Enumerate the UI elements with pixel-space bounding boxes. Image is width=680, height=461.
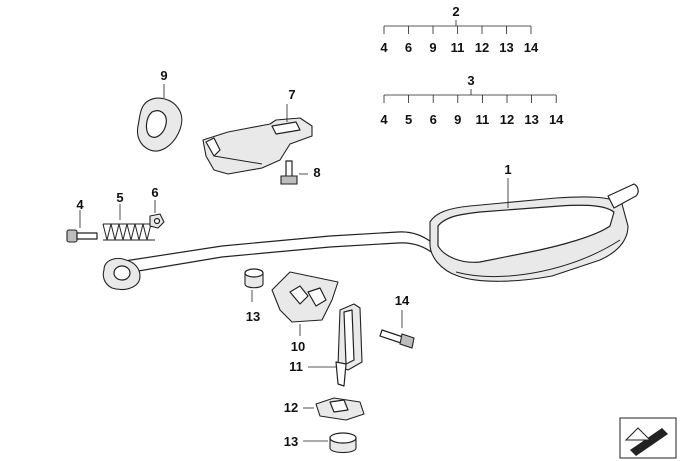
view-direction-arrow-icon (619, 417, 677, 459)
callout-1: 1 (504, 162, 511, 177)
kit-3-tree: 3 4 5 6 9 11 12 13 14 (380, 73, 564, 127)
hanger-mount-part-10[interactable]: 10 (271, 271, 339, 354)
kit-2-part-11: 11 (451, 40, 465, 55)
callout-12: 12 (284, 400, 298, 415)
kit-2-part-4: 4 (380, 40, 388, 55)
callout-9: 9 (160, 68, 167, 83)
callout-13-lower: 13 (284, 434, 298, 449)
rubber-bush-part-13-upper[interactable]: 13 (244, 268, 264, 324)
kit-3-part-11: 11 (476, 112, 490, 127)
bolt-part-8[interactable]: 8 (280, 160, 321, 185)
spring-part-5[interactable]: 5 (102, 190, 155, 241)
kit-2-part-6: 6 (405, 40, 412, 55)
kit-2-label: 2 (452, 4, 459, 19)
rubber-bush-part-13-lower[interactable]: 13 (284, 432, 357, 454)
kit-3-part-14: 14 (549, 112, 564, 127)
kit-3-part-4: 4 (380, 112, 388, 127)
callout-4: 4 (76, 197, 84, 212)
callout-11: 11 (289, 359, 303, 374)
rubber-ring-part-9[interactable]: 9 (136, 68, 183, 152)
callout-14: 14 (395, 293, 410, 308)
muffler-pipe-part-1[interactable]: 1 (102, 162, 639, 291)
kit-3-part-6: 6 (430, 112, 437, 127)
kit-3-part-13: 13 (524, 112, 538, 127)
kit-3-part-12: 12 (500, 112, 514, 127)
kit-2-tree: 2 4 6 9 11 12 13 14 (380, 4, 539, 55)
callout-6: 6 (151, 185, 158, 200)
hanger-strap-part-11[interactable]: 11 (289, 303, 363, 387)
nut-part-6[interactable]: 6 (149, 185, 165, 229)
callout-10: 10 (291, 339, 305, 354)
kit-2-part-13: 13 (499, 40, 513, 55)
bolt-part-14[interactable]: 14 (379, 293, 415, 349)
callout-13-upper: 13 (246, 309, 260, 324)
kit-2-part-14: 14 (524, 40, 539, 55)
callout-7: 7 (288, 87, 295, 102)
kit-3-part-5: 5 (405, 112, 412, 127)
kit-3-label: 3 (467, 73, 474, 88)
kit-3-part-9: 9 (454, 112, 461, 127)
bracket-part-7[interactable]: 7 (202, 87, 313, 175)
kit-2-part-12: 12 (475, 40, 489, 55)
clamp-part-12[interactable]: 12 (284, 397, 365, 421)
bolt-part-4[interactable]: 4 (66, 197, 98, 243)
callout-8: 8 (313, 165, 320, 180)
callout-5: 5 (116, 190, 123, 205)
kit-2-part-9: 9 (429, 40, 436, 55)
